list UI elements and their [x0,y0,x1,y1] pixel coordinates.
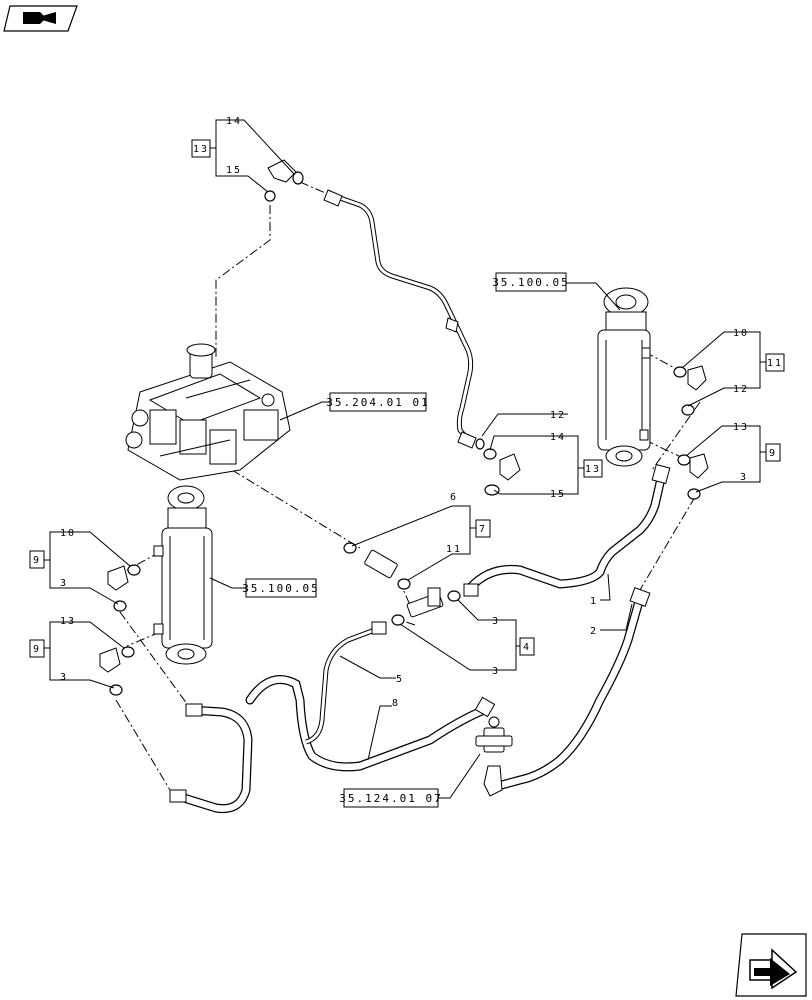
callout-13-left: 13 [60,616,76,627]
elbow-fittings-right [673,365,709,500]
callout-13-right: 13 [733,422,749,433]
callout-10-right: 10 [733,328,749,339]
callout-14-b: 14 [550,432,566,443]
callout-15-top: 15 [226,165,242,176]
group-box-7: 7 [475,519,491,538]
hose-8 [169,675,496,814]
callout-15-b: 15 [550,489,566,500]
control-valve-block [125,343,291,481]
callout-3-b: 3 [492,666,500,677]
svg-text:35.100.05: 35.100.05 [492,276,570,289]
callout-3-a: 3 [492,616,500,627]
callout-11-mid: 11 [446,544,462,555]
svg-text:9: 9 [33,644,41,655]
group-box-4: 4 [519,637,535,656]
hydraulic-cylinder-left [153,485,213,665]
tee-fitting-4 [391,583,479,626]
svg-text:13: 13 [193,144,209,155]
callout-3-left-a: 3 [60,578,68,589]
callout-2: 2 [590,626,598,637]
svg-text:4: 4 [523,642,531,653]
hose-2 [493,587,651,791]
hose-1 [465,463,671,593]
rigid-pipe-top [323,189,485,450]
svg-text:7: 7 [479,524,487,535]
callout-1: 1 [590,596,598,607]
callout-5: 5 [396,674,404,685]
svg-text:35.100.05: 35.100.05 [242,582,320,595]
connection-lines [115,181,701,791]
reference-label-35-100-05-top[interactable]: 35.100.05 [492,272,570,292]
group-box-9-left-b: 9 [29,639,45,658]
callout-3-right: 3 [740,472,748,483]
svg-text:9: 9 [33,555,41,566]
svg-text:35.124.01 07: 35.124.01 07 [339,792,442,805]
callout-10-left: 10 [60,528,76,539]
group-box-9-left-a: 9 [29,550,45,569]
callout-numbers: 14 15 12 14 15 10 12 13 3 6 11 1 2 3 3 5… [60,116,749,709]
hydraulic-cylinder-right [597,287,651,467]
svg-text:9: 9 [769,448,777,459]
reference-label-35-124-01-07[interactable]: 35.124.01 07 [339,788,442,808]
callout-8: 8 [392,698,400,709]
pipe-5 [305,621,387,745]
valve-assembly-bottom [475,716,513,797]
callout-3-left-b: 3 [60,672,68,683]
forward-arrow-icon[interactable] [735,933,807,997]
svg-text:13: 13 [585,464,601,475]
elbow-fittings-left [99,564,141,696]
elbow-fitting-top [264,159,304,202]
group-box-9-right: 9 [765,443,781,462]
group-box-11: 11 [765,353,785,372]
svg-text:11: 11 [767,358,783,369]
reference-label-35-204-01-01[interactable]: 35.204.01 01 [326,392,429,412]
reference-label-35-100-05-mid[interactable]: 35.100.05 [242,578,320,598]
back-arrow-icon[interactable] [3,5,78,32]
callout-6: 6 [450,492,458,503]
svg-text:35.204.01 01: 35.204.01 01 [326,396,429,409]
callout-12-a: 12 [550,410,566,421]
coupler-7 [343,542,411,590]
elbow-fitting-mid [483,448,521,496]
group-box-13-mid: 13 [583,459,603,478]
callout-12-right: 12 [733,384,749,395]
leader-lines [44,119,766,799]
group-box-13-top: 13 [191,139,211,158]
callout-14-top: 14 [226,116,242,127]
